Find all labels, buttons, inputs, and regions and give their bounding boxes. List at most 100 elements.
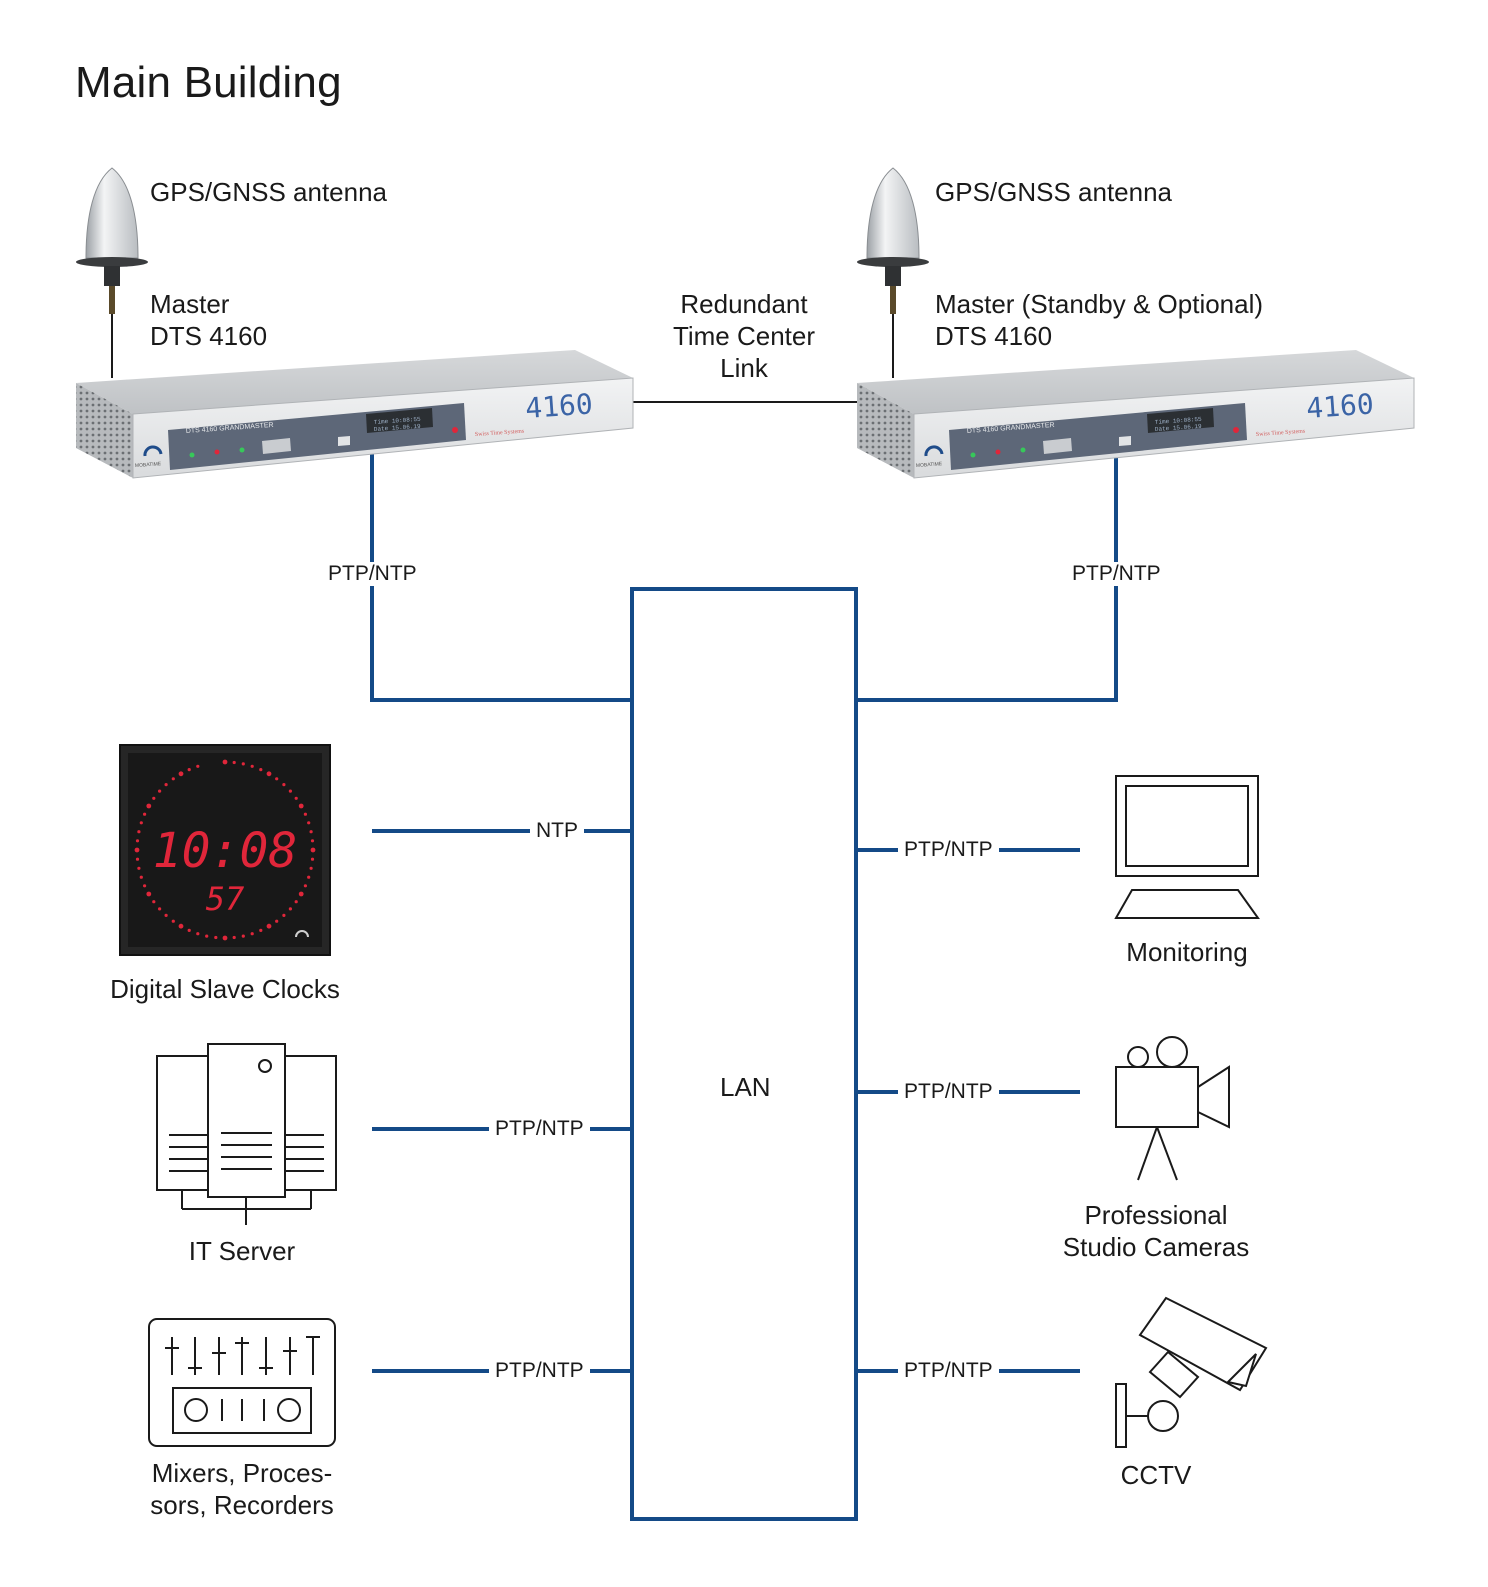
clock-dot <box>307 875 311 879</box>
clock-dot <box>310 857 315 861</box>
clock-dot <box>310 847 316 853</box>
mixers-line1: Mixers, Proces- <box>151 1458 333 1488</box>
cctv-label: CCTV <box>1120 1460 1192 1490</box>
redundant-link-line3: Link <box>720 353 768 383</box>
mixers-label: Mixers, Proces- sors, Recorders <box>122 1457 362 1521</box>
clock-dot <box>310 839 315 843</box>
redundant-link-label: Redundant Time Center Link <box>644 288 844 384</box>
clock-dot <box>250 764 254 768</box>
mixer-icon <box>148 1318 336 1447</box>
rack-front-number: 4160 <box>1305 387 1375 425</box>
page-title: Main Building <box>75 58 342 107</box>
antenna-left-label: GPS/GNSS antenna <box>150 177 388 207</box>
rack-display-line1: Time 10:08:55 <box>1155 416 1203 426</box>
clock-dot <box>178 923 184 929</box>
clock-seconds: 57 <box>206 880 245 918</box>
clock-dot <box>171 919 175 923</box>
rack-display-line2: Date 15.06.19 <box>374 423 422 433</box>
clock-dot <box>205 934 209 938</box>
master-left-line2: DTS 4160 <box>150 321 268 351</box>
gps-antenna-left-icon <box>76 167 148 314</box>
clock-dot <box>139 875 143 879</box>
clock-dot <box>298 803 304 809</box>
monitor-icon <box>1114 775 1260 919</box>
master-left-label: Master DTS 4160 <box>150 288 267 352</box>
edge-label-mixers: PTP/NTP <box>489 1359 590 1383</box>
clock-dot <box>171 777 175 781</box>
edge-label-cctv: PTP/NTP <box>898 1359 999 1383</box>
redundant-link-line1: Redundant <box>680 289 808 319</box>
edge-label-master-right: PTP/NTP <box>1066 562 1167 586</box>
clock-dot <box>164 783 168 787</box>
rack-tagline: Swiss Time Systems <box>475 429 525 438</box>
clock-dot <box>275 919 279 923</box>
clock-dot <box>135 839 140 843</box>
edge-label-server: PTP/NTP <box>489 1117 590 1141</box>
clock-dot <box>196 764 200 768</box>
clock-dot <box>288 789 292 793</box>
master-right-line2: DTS 4160 <box>935 321 1053 351</box>
master-right-line1: Master (Standby & Optional) <box>935 289 1264 319</box>
clock-dot <box>303 812 307 816</box>
clock-dot <box>241 762 245 766</box>
master-dts4160-right-icon: DTS 4160 GRANDMASTER Time 10:08:55 Date … <box>857 350 1415 479</box>
clock-dot <box>222 935 228 941</box>
clock-dot <box>135 857 140 861</box>
lan-label: LAN <box>720 1072 771 1102</box>
clock-dot <box>187 768 191 772</box>
edge-label-master-left: PTP/NTP <box>322 562 423 586</box>
clock-dot <box>164 913 168 918</box>
clock-dot <box>309 866 313 870</box>
master-right-wire <box>856 455 1118 702</box>
cctv-icon <box>1115 1296 1268 1448</box>
master-right-label: Master (Standby & Optional) DTS 4160 <box>935 288 1263 352</box>
clock-dot <box>214 935 218 940</box>
clock-dot <box>143 812 147 816</box>
digital-clocks-label: Digital Slave Clocks <box>110 974 340 1004</box>
clock-dot <box>307 821 311 825</box>
clock-dot <box>187 928 191 933</box>
clock-dot <box>266 923 272 929</box>
master-left-line1: Master <box>150 289 230 319</box>
clock-dot <box>178 771 184 777</box>
clock-dot <box>134 847 140 853</box>
rack-display-line1: Time 10:08:55 <box>374 416 422 426</box>
clock-dot <box>232 760 236 765</box>
brand-label: MOBATIME <box>135 461 162 469</box>
master-dts4160-left-icon: DTS 4160 GRANDMASTER Time 10:08:55 Date … <box>76 350 634 479</box>
clock-dot <box>288 907 292 911</box>
rack-tagline: Swiss Time Systems <box>1256 429 1306 438</box>
clock-dot <box>196 932 200 936</box>
clock-minute-dots <box>134 759 316 941</box>
clock-dot <box>222 759 228 765</box>
clock-dot <box>241 934 245 938</box>
it-server-label: IT Server <box>188 1236 296 1266</box>
clock-dot <box>139 821 143 825</box>
clock-dot <box>298 891 304 897</box>
rack-front-number: 4160 <box>524 387 594 425</box>
clock-dot <box>275 777 279 781</box>
clock-dot <box>152 796 156 800</box>
clock-dot <box>146 891 152 897</box>
edge-label-clocks: NTP <box>530 819 584 843</box>
antenna-right-label: GPS/GNSS antenna <box>935 177 1173 207</box>
clock-dot <box>137 830 141 834</box>
clock-dot <box>294 796 298 800</box>
brand-label: MOBATIME <box>916 461 943 469</box>
clock-dot <box>137 866 141 870</box>
clock-dot <box>309 830 313 834</box>
edge-label-cameras: PTP/NTP <box>898 1080 999 1104</box>
edge-label-monitoring: PTP/NTP <box>898 838 999 862</box>
rack-display-line2: Date 15.06.19 <box>1155 423 1203 433</box>
clock-dot <box>146 803 152 809</box>
clock-dot <box>282 783 286 787</box>
digital-clock-icon: 10:08 57 <box>119 744 331 956</box>
mixers-line2: sors, Recorders <box>150 1490 334 1520</box>
clock-dot <box>259 928 263 933</box>
clock-dot <box>158 907 162 911</box>
lan-box <box>630 587 858 1521</box>
clock-dot <box>250 932 254 936</box>
cameras-line1: Professional <box>1084 1200 1228 1230</box>
studio-camera-icon <box>1115 1036 1230 1181</box>
